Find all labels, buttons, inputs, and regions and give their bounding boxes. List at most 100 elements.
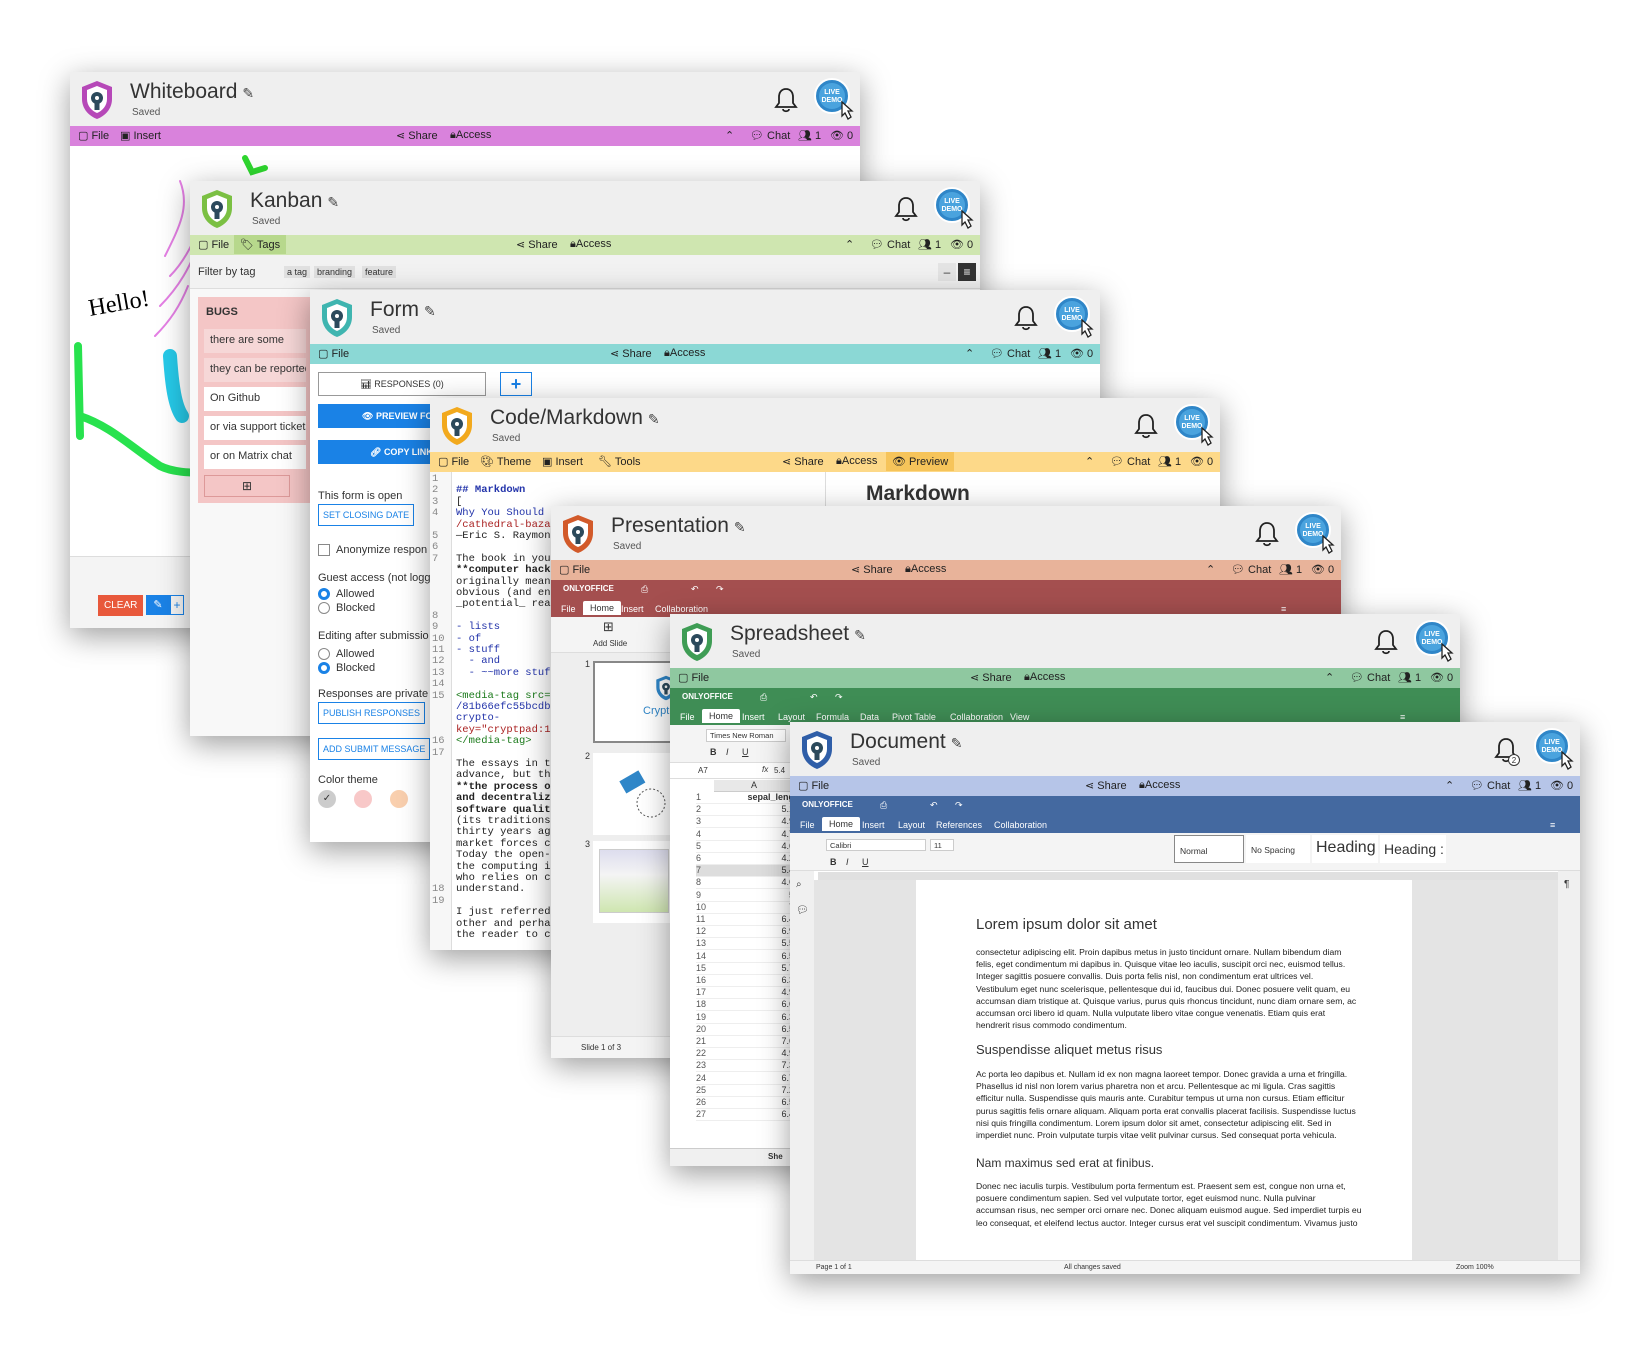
whiteboard-canvas[interactable]: Hello! <box>70 146 860 556</box>
kanban-card[interactable]: there are some <box>204 329 306 353</box>
sheet-tab[interactable]: She <box>768 1152 783 1161</box>
collapse-toolbar-icon[interactable]: ⌃ <box>1325 672 1335 684</box>
chat-button[interactable]: 💬︎ Chat <box>1350 672 1391 684</box>
redo-icon[interactable]: ↷ <box>835 692 843 702</box>
cell-value[interactable]: 7.2 <box>781 1084 794 1095</box>
access-button[interactable]: 🔒︎Access <box>1024 671 1066 683</box>
style-no-spacing[interactable]: No Spacing <box>1246 835 1310 863</box>
tab-file[interactable]: File <box>680 712 695 722</box>
color-swatch[interactable] <box>354 790 372 808</box>
font-select[interactable]: Calibri <box>826 839 926 851</box>
share-button[interactable]: ⋖ Share <box>851 564 893 576</box>
cell-value[interactable]: 6.6 <box>781 999 794 1010</box>
chat-button[interactable]: 💬︎ Chat <box>1470 780 1511 792</box>
add-slide-button[interactable]: Add Slide <box>593 639 628 648</box>
preview-toggle[interactable]: 👁︎ Preview <box>886 452 955 471</box>
user-count[interactable]: 👥︎ 1 <box>1518 780 1542 792</box>
set-closing-date-button[interactable]: SET CLOSING DATE <box>318 504 415 526</box>
collapse-toolbar-icon[interactable]: ⌃ <box>845 239 855 251</box>
editing-blocked-radio[interactable] <box>318 662 330 674</box>
insert-menu[interactable]: ▣ Insert <box>120 130 161 142</box>
cell-value[interactable]: 4.9 <box>781 816 794 827</box>
file-menu[interactable]: ▢ File <box>198 239 230 251</box>
tab-layout[interactable]: Layout <box>898 820 926 830</box>
cell-value[interactable]: 4.9 <box>781 1048 794 1059</box>
document-title[interactable]: Form✎ <box>370 298 436 321</box>
document-title[interactable]: Document✎ <box>850 730 963 753</box>
collapse-toolbar-icon[interactable]: ⌃ <box>965 348 975 360</box>
chat-button[interactable]: 💬︎ Chat <box>870 239 911 251</box>
document-title[interactable]: Spreadsheet✎ <box>730 622 866 645</box>
tab-layout[interactable]: Layout <box>778 712 806 722</box>
undo-icon[interactable]: ↶ <box>810 692 818 702</box>
tab-references[interactable]: References <box>936 820 983 830</box>
collapse-toolbar-icon[interactable]: ⌃ <box>1445 780 1455 792</box>
document-title[interactable]: Presentation✎ <box>611 514 746 537</box>
chat-button[interactable]: 💬︎ Chat <box>750 130 791 142</box>
notifications-bell-icon[interactable] <box>1372 628 1400 656</box>
clear-button[interactable]: CLEAR <box>98 595 144 616</box>
cell-value[interactable]: 4.6 <box>781 877 794 888</box>
tab-home[interactable]: Home <box>822 817 861 831</box>
menu-icon[interactable]: ≡ <box>1400 712 1406 722</box>
notifications-bell-icon[interactable] <box>1253 520 1281 548</box>
cell-value[interactable]: 6.5 <box>781 1023 794 1034</box>
tools-menu[interactable]: 🔧︎ Tools <box>598 456 641 468</box>
file-menu[interactable]: ▢ File <box>559 564 591 576</box>
live-demo-avatar-icon[interactable] <box>1293 510 1339 556</box>
document-page[interactable]: Lorem ipsum dolor sit amet consectetur a… <box>916 880 1412 1260</box>
style-heading-2[interactable]: Heading : <box>1380 835 1446 863</box>
tag-chip[interactable]: branding <box>314 266 356 278</box>
cell-value[interactable]: 6.7 <box>781 1072 794 1083</box>
share-button[interactable]: ⋖ Share <box>782 456 824 468</box>
cell-value[interactable]: 6.3 <box>781 975 794 985</box>
add-button[interactable]: + <box>170 595 184 615</box>
file-menu[interactable]: ▢ File <box>78 130 110 142</box>
theme-menu[interactable]: 🎨︎ Theme <box>480 456 532 468</box>
kanban-card[interactable]: they can be reported <box>204 358 306 382</box>
cell-value[interactable]: 4.7 <box>781 828 794 839</box>
redo-icon[interactable]: ↷ <box>716 584 724 594</box>
redo-icon[interactable]: ↷ <box>955 800 963 810</box>
notifications-bell-icon[interactable] <box>892 195 920 223</box>
publish-responses-button[interactable]: PUBLISH RESPONSES <box>318 702 426 724</box>
bold-icon[interactable]: B <box>710 747 717 757</box>
sheet-row[interactable]: 107 <box>696 902 796 914</box>
copy-link-button[interactable]: 🔗︎ COPY LINK <box>318 440 430 464</box>
file-menu[interactable]: ▢ File <box>678 672 710 684</box>
share-button[interactable]: ⋖ Share <box>396 130 438 142</box>
tab-insert[interactable]: Insert <box>621 604 644 614</box>
user-count[interactable]: 👥︎ 1 <box>1279 564 1303 576</box>
user-count[interactable]: 👥︎ 1 <box>798 130 822 142</box>
expand-view-button[interactable]: ≡ <box>958 263 976 281</box>
tab-view[interactable]: View <box>1010 712 1030 722</box>
tab-collaboration[interactable]: Collaboration <box>655 604 709 614</box>
notifications-bell-icon[interactable] <box>772 86 800 114</box>
kanban-card[interactable]: or on Matrix chat <box>204 445 306 469</box>
zoom-level[interactable]: Zoom 100% <box>1456 1264 1494 1271</box>
print-icon[interactable]: ⎙ <box>760 692 768 702</box>
cell-value[interactable]: 7.6 <box>781 1036 794 1046</box>
kanban-card[interactable]: or via support tickets <box>204 416 306 440</box>
live-demo-avatar-icon[interactable] <box>1532 726 1578 772</box>
live-demo-avatar-icon[interactable] <box>1412 618 1458 664</box>
file-menu[interactable]: ▢ File <box>438 456 470 468</box>
insert-menu[interactable]: ▣ Insert <box>542 456 583 468</box>
tab-insert[interactable]: Insert <box>862 820 885 830</box>
live-demo-avatar-icon[interactable] <box>1052 294 1098 340</box>
guest-blocked-radio[interactable] <box>318 602 330 614</box>
undo-icon[interactable]: ↶ <box>930 800 938 810</box>
column-title[interactable]: BUGS <box>206 306 238 318</box>
menu-icon[interactable]: ≡ <box>1550 820 1556 830</box>
chat-button[interactable]: 💬︎ Chat <box>1110 456 1151 468</box>
access-button[interactable]: 🔒︎Access <box>664 347 706 359</box>
tab-pivot-table[interactable]: Pivot Table <box>892 712 936 722</box>
italic-icon[interactable]: I <box>846 857 849 867</box>
